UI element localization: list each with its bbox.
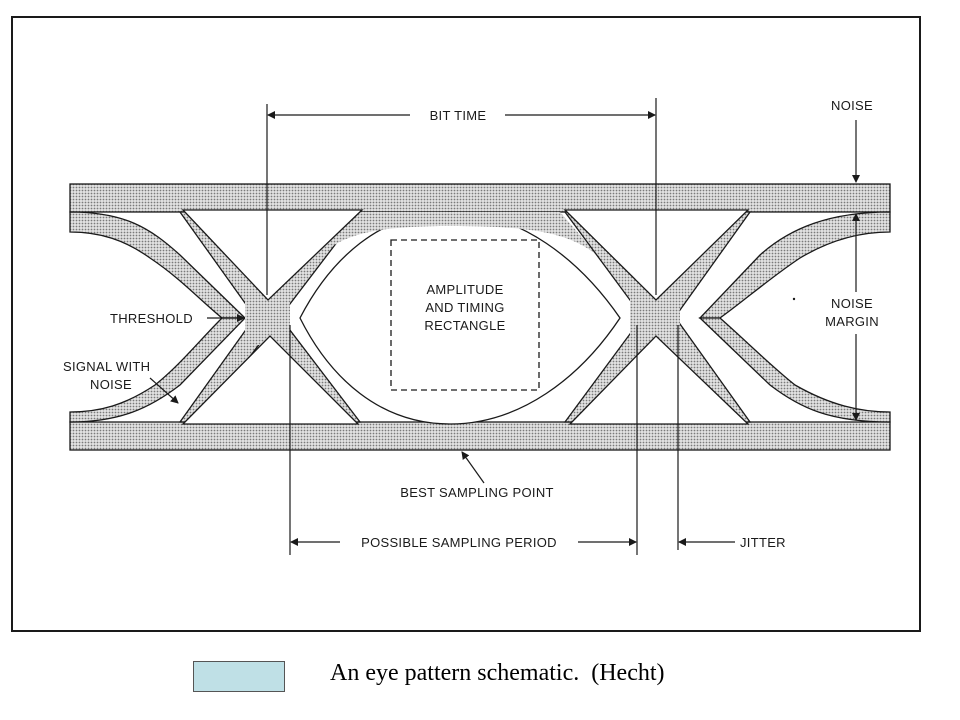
possible-sampling-label: POSSIBLE SAMPLING PERIOD: [361, 535, 557, 550]
crossing-2-bottom-triangle: [568, 335, 750, 425]
noise-margin-label-line2: MARGIN: [825, 314, 879, 329]
crossing-1-bottom-triangle: [181, 335, 360, 425]
best-sampling-arrow: [461, 451, 485, 484]
threshold-label: THRESHOLD: [110, 311, 193, 326]
signal-with-noise-arrow: [149, 377, 179, 404]
noise-margin-label-line1: NOISE: [831, 296, 873, 311]
crossing-1-top-triangle: [181, 209, 364, 301]
rect-label-line3: RECTANGLE: [424, 318, 505, 333]
caption-swatch: [193, 661, 285, 692]
crossing-2-center: [630, 295, 680, 345]
bottom-rail: [69, 421, 891, 451]
noise-label: NOISE: [831, 98, 873, 113]
signal-with-noise-line2: NOISE: [90, 377, 132, 392]
crossing-1-center: [245, 295, 290, 345]
jitter-label: JITTER: [740, 535, 786, 550]
bit-time-label: BIT TIME: [430, 108, 487, 123]
signal-with-noise-line1: SIGNAL WITH: [63, 359, 150, 374]
right-falling-band: [698, 211, 891, 319]
left-rising-band: [69, 317, 247, 423]
top-rail: [69, 183, 891, 213]
rect-label-line2: AND TIMING: [425, 300, 504, 315]
left-falling-band: [69, 211, 247, 319]
rect-label-line1: AMPLITUDE: [426, 282, 503, 297]
right-rising-band: [698, 317, 891, 423]
amplitude-timing-rectangle: [390, 239, 540, 391]
figure-caption: An eye pattern schematic. (Hecht): [330, 660, 665, 686]
best-sampling-label: BEST SAMPLING POINT: [400, 485, 554, 500]
stray-dot: [792, 297, 796, 301]
diagram-frame: [11, 16, 921, 632]
eye-top-band: [320, 212, 600, 258]
